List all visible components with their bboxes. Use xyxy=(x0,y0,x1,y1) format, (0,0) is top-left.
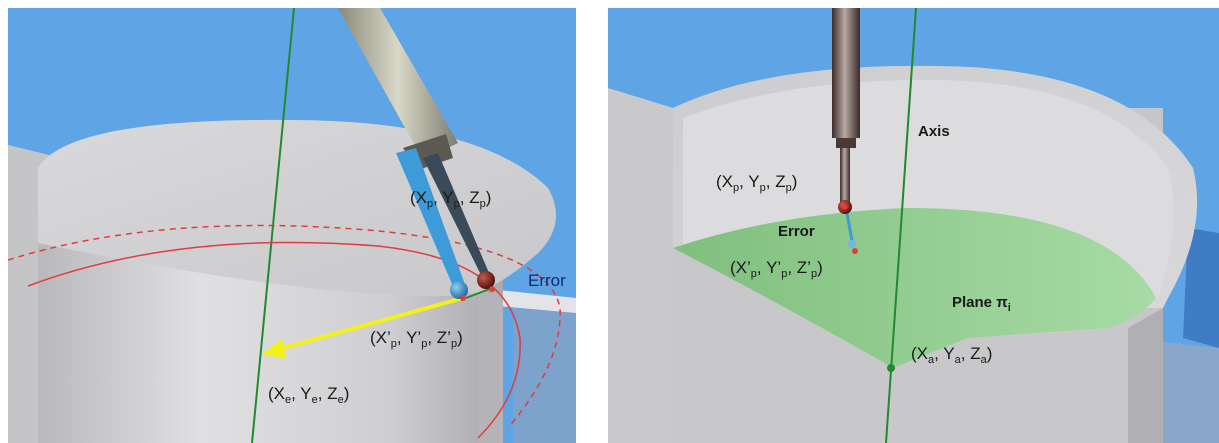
left-diagram-panel: (Xp, Yp, Zp) Error (X’p, Y’p, Z’p) (Xe, … xyxy=(8,8,576,443)
probe-stylus xyxy=(840,148,850,203)
error-vector-arrowhead xyxy=(262,339,286,359)
label-error: Error xyxy=(778,223,815,240)
probe-stylus xyxy=(396,148,468,298)
cylinder-front-face xyxy=(673,248,1128,443)
error-segment xyxy=(465,287,493,299)
right-diagram-canvas xyxy=(608,8,1219,443)
label-point-probe: (Xp, Yp, Zp) xyxy=(410,188,492,210)
cylinder-cut-face xyxy=(1128,308,1163,443)
left-diagram-canvas xyxy=(8,8,576,443)
label-axis: Axis xyxy=(918,123,950,140)
label-point-axis: (Xa, Ya, Za) xyxy=(911,344,993,366)
label-point-ellipse: (Xe, Ye, Ze) xyxy=(268,384,350,406)
probe-ball xyxy=(477,271,495,289)
projected-point-dot xyxy=(852,248,858,254)
stylus-tip-ball xyxy=(450,281,468,299)
label-point-projected: (X’p, Y’p, Z’p) xyxy=(730,258,823,280)
projected-point-marker xyxy=(848,240,856,248)
projected-point-dot xyxy=(460,295,466,301)
label-point-projected: (X’p, Y’p, Z’p) xyxy=(370,328,463,350)
plane-pi-i xyxy=(673,208,1156,368)
label-error: Error xyxy=(528,271,566,290)
error-segment xyxy=(844,207,855,247)
probe-shaft xyxy=(832,8,860,138)
error-vector-arrow xyxy=(275,296,464,352)
probe-shaft xyxy=(338,8,458,160)
probe-stylus-ghost xyxy=(423,153,492,283)
probe-point-dot xyxy=(489,286,495,292)
block-right-shadow xyxy=(1183,228,1219,348)
block-right-ledge xyxy=(498,290,576,313)
cylinder-edge-face xyxy=(478,293,503,443)
axis-point-dot xyxy=(887,364,895,372)
block-left-face xyxy=(608,88,673,443)
right-diagram-panel: Axis (Xp, Yp, Zp) Error (X’p, Y’p, Z’p) … xyxy=(608,8,1219,443)
ellipse-solid-arc xyxy=(27,241,521,439)
label-point-probe: (Xp, Yp, Zp) xyxy=(716,172,798,194)
probe-collar xyxy=(836,138,856,148)
block-right-face xyxy=(513,298,576,443)
label-plane: Plane πi xyxy=(952,294,1011,314)
probe-point-dot xyxy=(842,204,848,210)
